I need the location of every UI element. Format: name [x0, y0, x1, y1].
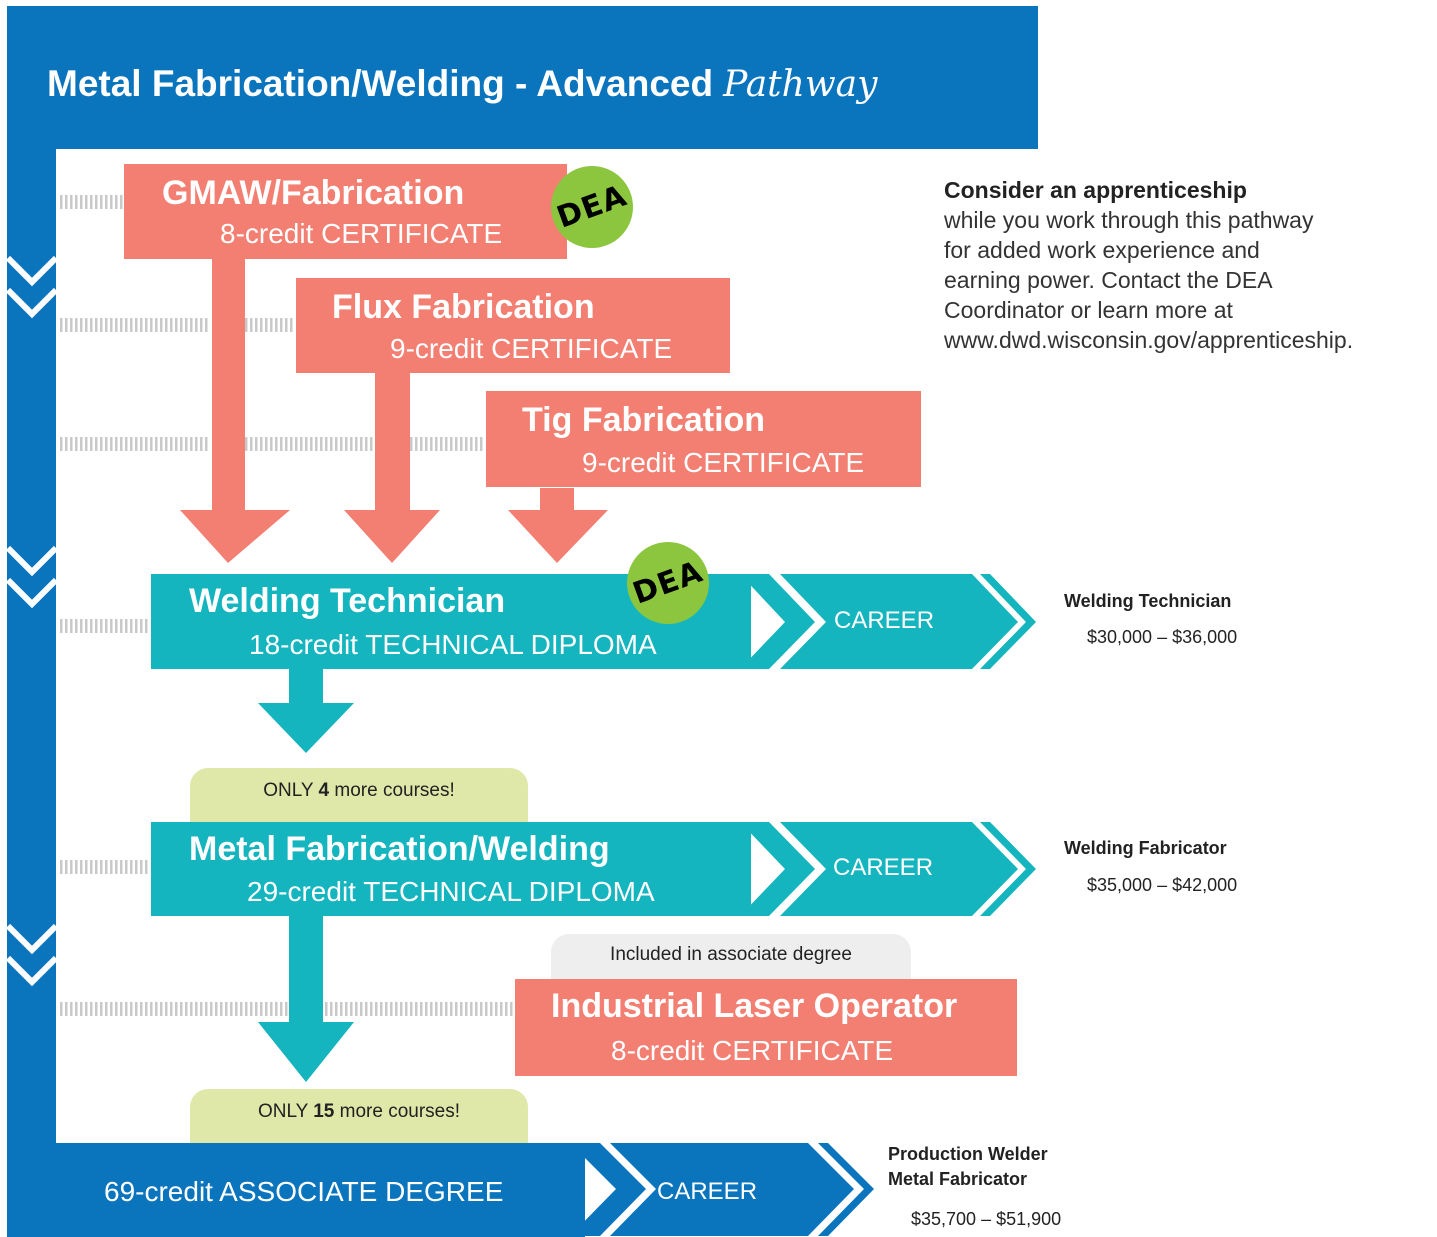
career-label: CAREER [833, 854, 934, 881]
metalfab-title: Metal Fabrication/Welding [189, 830, 610, 868]
technician-title: Welding Technician [189, 582, 506, 620]
gmaw-title: GMAW/Fabrication [162, 174, 465, 212]
associate-subtitle: 69-credit ASSOCIATE DEGREE [104, 1176, 504, 1207]
apprenticeship-heading: Consider an apprenticeship [944, 177, 1247, 203]
more-courses-pill: ONLY 4 more courses! [190, 768, 528, 823]
salary-range-technician: $30,000 – $36,000 [1087, 627, 1238, 647]
salary-title-technician: Welding Technician [1064, 591, 1232, 611]
career-label: CAREER [834, 607, 935, 634]
dea-badge: DEA [627, 542, 709, 624]
apprenticeship-link[interactable]: www.dwd.wisconsin.gov/apprenticeship. [944, 327, 1354, 353]
pill-number: 15 [313, 1101, 335, 1122]
technician-career-chevrons [740, 574, 1036, 669]
tig-title: Tig Fabrication [522, 401, 766, 439]
more-courses-text: ONLY 4 more courses! [190, 780, 528, 802]
title-bold: Metal Fabrication/Welding - Advanced [47, 63, 714, 104]
dea-badge-label: DEA [628, 554, 708, 612]
apprenticeship-line: Coordinator or learn more at [944, 297, 1233, 323]
salary-title-fabricator2: Metal Fabricator [888, 1169, 1028, 1189]
gmaw-certificate-box: GMAW/Fabrication 8-credit CERTIFICATE [124, 164, 567, 259]
technician-subtitle: 18-credit TECHNICAL DIPLOMA [249, 629, 657, 660]
flux-certificate-box: Flux Fabrication 9-credit CERTIFICATE [296, 278, 730, 373]
pill-number: 4 [318, 780, 330, 801]
flux-title: Flux Fabrication [332, 288, 595, 326]
spine-chevrons [5, 255, 59, 987]
pill-post: more courses! [329, 780, 455, 801]
salary-title-production: Production Welder [888, 1144, 1048, 1164]
salmon-arrows [180, 258, 608, 563]
metalfab-career-chevrons [740, 822, 1036, 916]
more-courses-text: ONLY 15 more courses! [190, 1101, 528, 1123]
career-label: CAREER [657, 1178, 758, 1205]
laser-subtitle: 8-credit CERTIFICATE [611, 1035, 894, 1066]
laser-title: Industrial Laser Operator [551, 987, 958, 1025]
apprenticeship-note: Consider an apprenticeship while you wor… [944, 175, 1353, 355]
teal-arrows [258, 668, 354, 1082]
flux-subtitle: 9-credit CERTIFICATE [390, 333, 673, 364]
pill-pre: ONLY [257, 1101, 314, 1122]
salary-range-production: $35,700 – $51,900 [911, 1209, 1062, 1229]
more-courses-pill: ONLY 15 more courses! [190, 1089, 528, 1144]
dea-badge-label: DEA [552, 178, 632, 236]
salary-title-fabricator: Welding Fabricator [1064, 838, 1227, 858]
apprenticeship-line: while you work through this pathway [944, 207, 1314, 233]
metalfab-subtitle: 29-credit TECHNICAL DIPLOMA [247, 876, 655, 907]
pill-pre: ONLY [263, 780, 319, 801]
pill-post: more courses! [334, 1101, 461, 1122]
salary-range-fabricator: $35,000 – $42,000 [1087, 875, 1238, 895]
associate-degree-box: 69-credit ASSOCIATE DEGREE [7, 1143, 585, 1237]
apprenticeship-line: for added work experience and [944, 237, 1260, 263]
apprenticeship-line: earning power. Contact the DEA [944, 267, 1273, 293]
dashed-connectors [60, 195, 515, 1016]
included-text: Included in associate degree [610, 944, 852, 965]
dea-badge: DEA [551, 166, 633, 248]
laser-certificate-box: Industrial Laser Operator 8-credit CERTI… [515, 979, 1017, 1076]
title-script: Pathway [723, 64, 878, 105]
associate-career-chevrons [570, 1143, 874, 1236]
metalfab-diploma-box: Metal Fabrication/Welding 29-credit TECH… [151, 822, 751, 916]
tig-certificate-box: Tig Fabrication 9-credit CERTIFICATE [486, 391, 921, 487]
included-pill: Included in associate degree [551, 934, 911, 980]
tig-subtitle: 9-credit CERTIFICATE [582, 447, 865, 478]
gmaw-subtitle: 8-credit CERTIFICATE [220, 218, 503, 249]
